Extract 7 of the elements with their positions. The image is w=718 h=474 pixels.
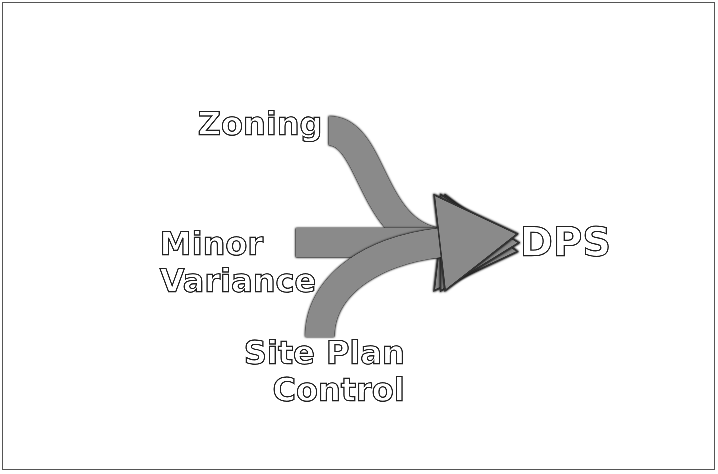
node-label: Minor Variance	[160, 226, 318, 300]
node-label: DPS	[520, 220, 612, 266]
arrow	[306, 194, 518, 338]
node-label: Zoning	[198, 106, 323, 143]
node-label: Site Plan Control	[243, 335, 405, 409]
arrow	[296, 194, 520, 292]
arrow	[326, 116, 517, 290]
